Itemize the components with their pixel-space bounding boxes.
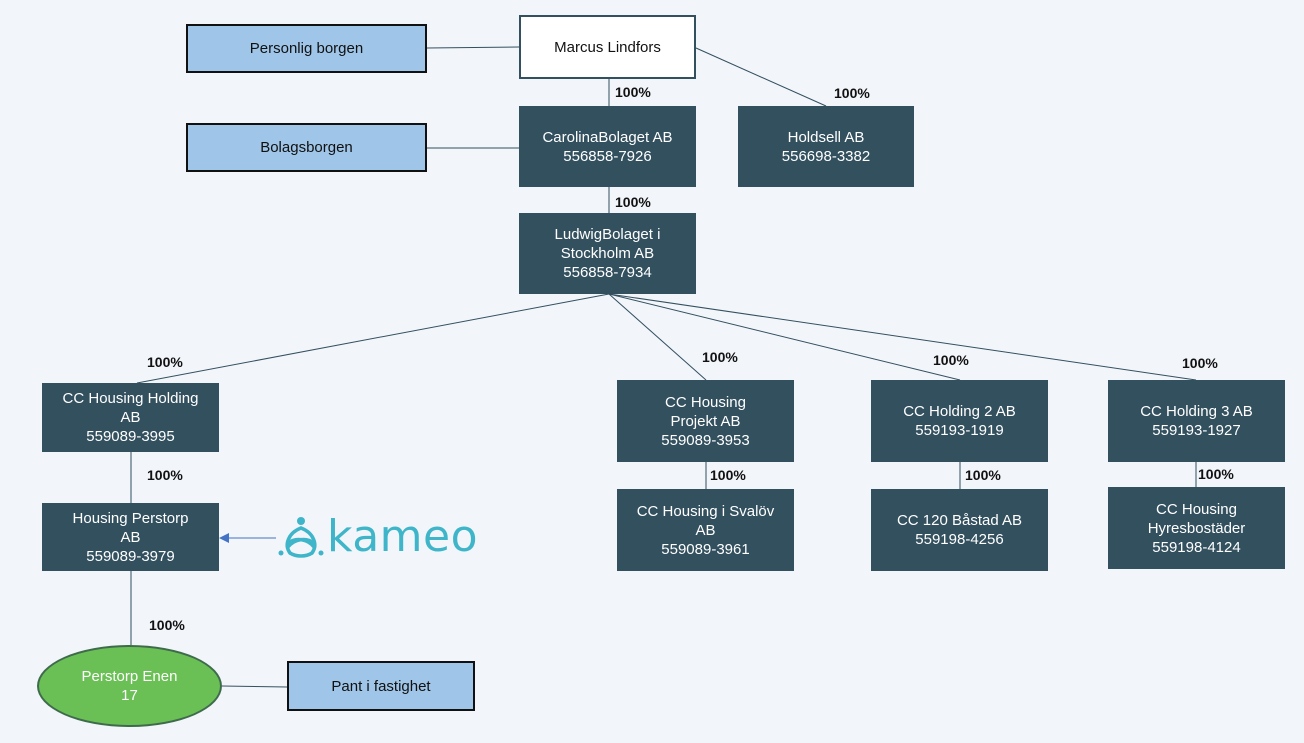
carolinabolaget-label: CarolinaBolaget AB 556858-7926	[542, 128, 673, 165]
pct-ludwig-holding3: 100%	[1182, 355, 1218, 371]
pct-holding2-bastad: 100%	[965, 467, 1001, 483]
cc-holding-2-label: CC Holding 2 AB 559193-1919	[903, 403, 1016, 439]
cc-120-bastad-label: CC 120 Båstad AB 559198-4256	[896, 512, 1023, 548]
pct-perstorp-enen: 100%	[149, 617, 185, 633]
marcus-lindfors-label: Marcus Lindfors	[554, 38, 661, 56]
carolinabolaget-box: CarolinaBolaget AB 556858-7926	[519, 106, 696, 187]
line-enen-pant	[221, 685, 288, 688]
line-ludwig-holding2	[608, 293, 961, 381]
kameo-arrow	[219, 533, 276, 543]
cc-holding-3-label: CC Holding 3 AB 559193-1927	[1140, 403, 1253, 439]
cc-holding-2-box: CC Holding 2 AB 559193-1919	[871, 380, 1048, 462]
marcus-lindfors-box: Marcus Lindfors	[519, 15, 696, 79]
housing-perstorp-label: Housing Perstorp AB 559089-3979	[72, 509, 189, 565]
perstorp-enen-ellipse: Perstorp Enen 17	[37, 645, 222, 727]
line-ludwig-projekt	[608, 293, 707, 381]
perstorp-enen-label: Perstorp Enen 17	[81, 668, 178, 704]
personlig-borgen-box: Personlig borgen	[186, 24, 427, 73]
cc-housing-hyresbostader-box: CC Housing Hyresbostäder 559198-4124	[1108, 487, 1285, 569]
ludwigbolaget-label: LudwigBolaget i Stockholm AB 556858-7934	[554, 226, 661, 281]
holdsell-box: Holdsell AB 556698-3382	[738, 106, 914, 187]
cc-housing-hyresbostader-label: CC Housing Hyresbostäder 559198-4124	[1147, 500, 1246, 556]
line-ludwig-ccholding	[136, 293, 610, 384]
bolagsborgen-label: Bolagsborgen	[260, 139, 353, 156]
cc-housing-holding-box: CC Housing Holding AB 559089-3995	[42, 383, 219, 452]
pct-carolina-ludwig: 100%	[615, 194, 651, 210]
pant-i-fastighet-label: Pant i fastighet	[331, 677, 431, 695]
pct-marcus-holdsell: 100%	[834, 85, 870, 101]
cc-housing-holding-label: CC Housing Holding AB 559089-3995	[62, 390, 199, 445]
pct-ccholding-perstorp: 100%	[147, 467, 183, 483]
cc-120-bastad-box: CC 120 Båstad AB 559198-4256	[871, 489, 1048, 571]
kameo-logo-text: kameo	[327, 511, 479, 562]
line-ludwig-holding3	[608, 293, 1197, 381]
cc-housing-projekt-label: CC Housing Projekt AB 559089-3953	[661, 393, 750, 449]
pant-i-fastighet-box: Pant i fastighet	[287, 661, 475, 711]
pct-holding3-hyres: 100%	[1198, 466, 1234, 482]
line-personlig-marcus	[426, 46, 520, 49]
pct-ludwig-ccholding: 100%	[147, 354, 183, 370]
kameo-logo-icon	[278, 517, 324, 558]
holdsell-label: Holdsell AB 556698-3382	[781, 128, 871, 165]
housing-perstorp-box: Housing Perstorp AB 559089-3979	[42, 503, 219, 571]
pct-marcus-carolina: 100%	[615, 84, 651, 100]
cc-housing-projekt-box: CC Housing Projekt AB 559089-3953	[617, 380, 794, 462]
cc-holding-3-box: CC Holding 3 AB 559193-1927	[1108, 380, 1285, 462]
pct-ludwig-holding2: 100%	[933, 352, 969, 368]
bolagsborgen-box: Bolagsborgen	[186, 123, 427, 172]
pct-projekt-svalov: 100%	[710, 467, 746, 483]
cc-housing-svalov-label: CC Housing i Svalöv AB 559089-3961	[636, 502, 775, 558]
line-marcus-holdsell	[695, 47, 827, 107]
cc-housing-svalov-box: CC Housing i Svalöv AB 559089-3961	[617, 489, 794, 571]
pct-ludwig-projekt: 100%	[702, 349, 738, 365]
personlig-borgen-label: Personlig borgen	[249, 40, 364, 57]
ludwigbolaget-box: LudwigBolaget i Stockholm AB 556858-7934	[519, 213, 696, 294]
